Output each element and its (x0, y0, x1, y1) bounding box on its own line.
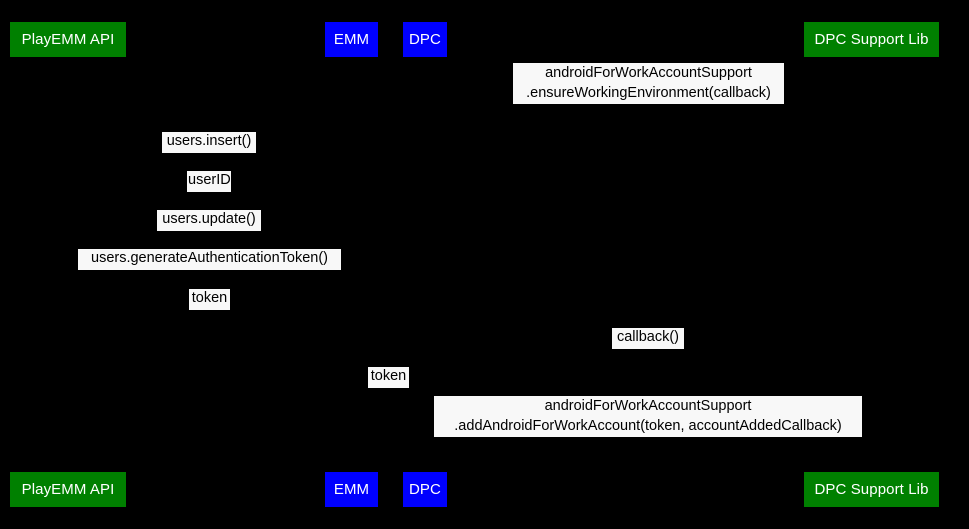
participant-label: EMM (333, 481, 370, 498)
participant-label: DPC Support Lib (814, 31, 929, 48)
lifeline-playemm-api (67, 57, 68, 472)
participant-label: PlayEMM API (21, 31, 115, 48)
arrow-users-insert (67, 153, 351, 154)
participant-dpc-support-lib-top[interactable]: DPC Support Lib (804, 22, 939, 57)
arrow-generate-authentication-token (67, 270, 351, 271)
message-label-generate-authentication-token: users.generateAuthenticationToken() (78, 249, 341, 270)
participant-dpc-top[interactable]: DPC (403, 22, 447, 57)
message-label-token-to-dpc: token (368, 367, 409, 388)
arrow-token-to-emm (67, 310, 351, 311)
participant-label: EMM (333, 31, 370, 48)
arrow-add-android-for-work-account (424, 437, 871, 438)
participant-playemm-api-top[interactable]: PlayEMM API (10, 22, 126, 57)
message-label-users-update: users.update() (157, 210, 261, 231)
participant-label: DPC Support Lib (814, 481, 929, 498)
message-label-user-id: userID (187, 171, 231, 192)
participant-dpc-bottom[interactable]: DPC (403, 472, 447, 507)
message-label-token-to-emm: token (189, 289, 230, 310)
participant-dpc-support-lib-bottom[interactable]: DPC Support Lib (804, 472, 939, 507)
participant-playemm-api-bottom[interactable]: PlayEMM API (10, 472, 126, 507)
lifeline-emm (351, 57, 352, 472)
participant-label: DPC (409, 481, 441, 498)
participant-emm-top[interactable]: EMM (325, 22, 378, 57)
lifeline-dpc (424, 57, 425, 472)
message-label-add-android-for-work-account: androidForWorkAccountSupport .addAndroid… (434, 396, 862, 437)
arrow-callback (424, 349, 871, 350)
arrow-ensure-working-environment (424, 104, 871, 105)
message-label-callback: callback() (612, 328, 684, 349)
lifeline-dpc-support-lib (871, 57, 872, 472)
arrow-token-to-dpc (351, 388, 424, 389)
participant-label: PlayEMM API (21, 481, 115, 498)
message-label-users-insert: users.insert() (162, 132, 256, 153)
arrow-users-update (67, 231, 351, 232)
message-label-ensure-working-environment: androidForWorkAccountSupport .ensureWork… (513, 63, 784, 104)
participant-label: DPC (409, 31, 441, 48)
participant-emm-bottom[interactable]: EMM (325, 472, 378, 507)
arrow-user-id (67, 192, 351, 193)
